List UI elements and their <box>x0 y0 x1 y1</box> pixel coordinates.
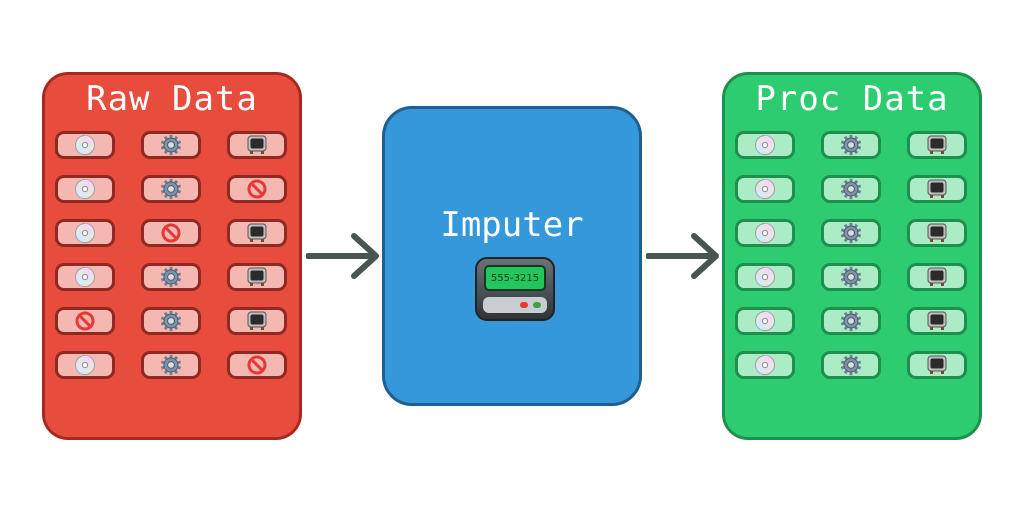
prohibited-icon <box>161 223 181 243</box>
data-cell <box>907 263 967 291</box>
gear-icon <box>160 310 182 332</box>
tv-icon <box>927 135 947 154</box>
data-cell <box>735 219 795 247</box>
raw-data-title: Raw Data <box>86 79 258 119</box>
proc-data-title: Proc Data <box>755 79 949 119</box>
data-cell <box>55 219 115 247</box>
data-cell <box>55 175 115 203</box>
data-cell <box>55 307 115 335</box>
disc-icon <box>75 355 95 375</box>
data-cell <box>821 219 881 247</box>
data-cell <box>821 175 881 203</box>
imputer-box: Imputer 555-3215 <box>382 106 642 406</box>
prohibited-icon <box>247 355 267 375</box>
data-cell <box>227 219 287 247</box>
gear-icon <box>840 310 862 332</box>
proc-data-panel: Proc Data <box>722 72 982 440</box>
gear-icon <box>840 266 862 288</box>
gear-icon <box>840 134 862 156</box>
data-cell <box>907 307 967 335</box>
data-cell <box>907 131 967 159</box>
raw-data-panel: Raw Data <box>42 72 302 440</box>
data-cell <box>735 307 795 335</box>
data-cell <box>227 131 287 159</box>
prohibited-icon <box>75 311 95 331</box>
tv-icon <box>247 267 267 286</box>
right-arrow-icon <box>646 233 719 279</box>
gear-icon <box>160 266 182 288</box>
disc-icon <box>75 223 95 243</box>
pager-icon: 555-3215 <box>475 257 555 321</box>
tv-icon <box>927 311 947 330</box>
pager-display: 555-3215 <box>484 265 546 291</box>
data-cell <box>141 351 201 379</box>
data-cell <box>55 131 115 159</box>
tv-icon <box>247 135 267 154</box>
tv-icon <box>927 355 947 374</box>
gear-icon <box>840 354 862 376</box>
data-cell <box>227 175 287 203</box>
disc-icon <box>75 179 95 199</box>
disc-icon <box>755 135 775 155</box>
data-cell <box>735 175 795 203</box>
data-cell <box>821 131 881 159</box>
data-cell <box>141 307 201 335</box>
data-cell <box>821 351 881 379</box>
gear-icon <box>840 222 862 244</box>
disc-icon <box>755 267 775 287</box>
data-cell <box>735 131 795 159</box>
data-cell <box>227 263 287 291</box>
disc-icon <box>75 135 95 155</box>
data-cell <box>227 351 287 379</box>
gear-icon <box>160 134 182 156</box>
tv-icon <box>927 267 947 286</box>
right-arrow-icon <box>306 233 379 279</box>
tv-icon <box>927 179 947 198</box>
disc-icon <box>755 311 775 331</box>
data-cell <box>907 351 967 379</box>
imputer-title: Imputer <box>440 205 584 245</box>
data-cell <box>821 307 881 335</box>
prohibited-icon <box>247 179 267 199</box>
gear-icon <box>160 354 182 376</box>
gear-icon <box>840 178 862 200</box>
data-cell <box>141 219 201 247</box>
data-cell <box>141 263 201 291</box>
data-cell <box>907 219 967 247</box>
data-cell <box>141 175 201 203</box>
data-cell <box>821 263 881 291</box>
tv-icon <box>247 311 267 330</box>
disc-icon <box>755 179 775 199</box>
data-cell <box>907 175 967 203</box>
data-cell <box>55 263 115 291</box>
data-cell <box>735 351 795 379</box>
disc-icon <box>755 355 775 375</box>
data-cell <box>227 307 287 335</box>
tv-icon <box>927 223 947 242</box>
disc-icon <box>75 267 95 287</box>
data-cell <box>55 351 115 379</box>
disc-icon <box>755 223 775 243</box>
tv-icon <box>247 223 267 242</box>
data-cell <box>141 131 201 159</box>
gear-icon <box>160 178 182 200</box>
data-cell <box>735 263 795 291</box>
